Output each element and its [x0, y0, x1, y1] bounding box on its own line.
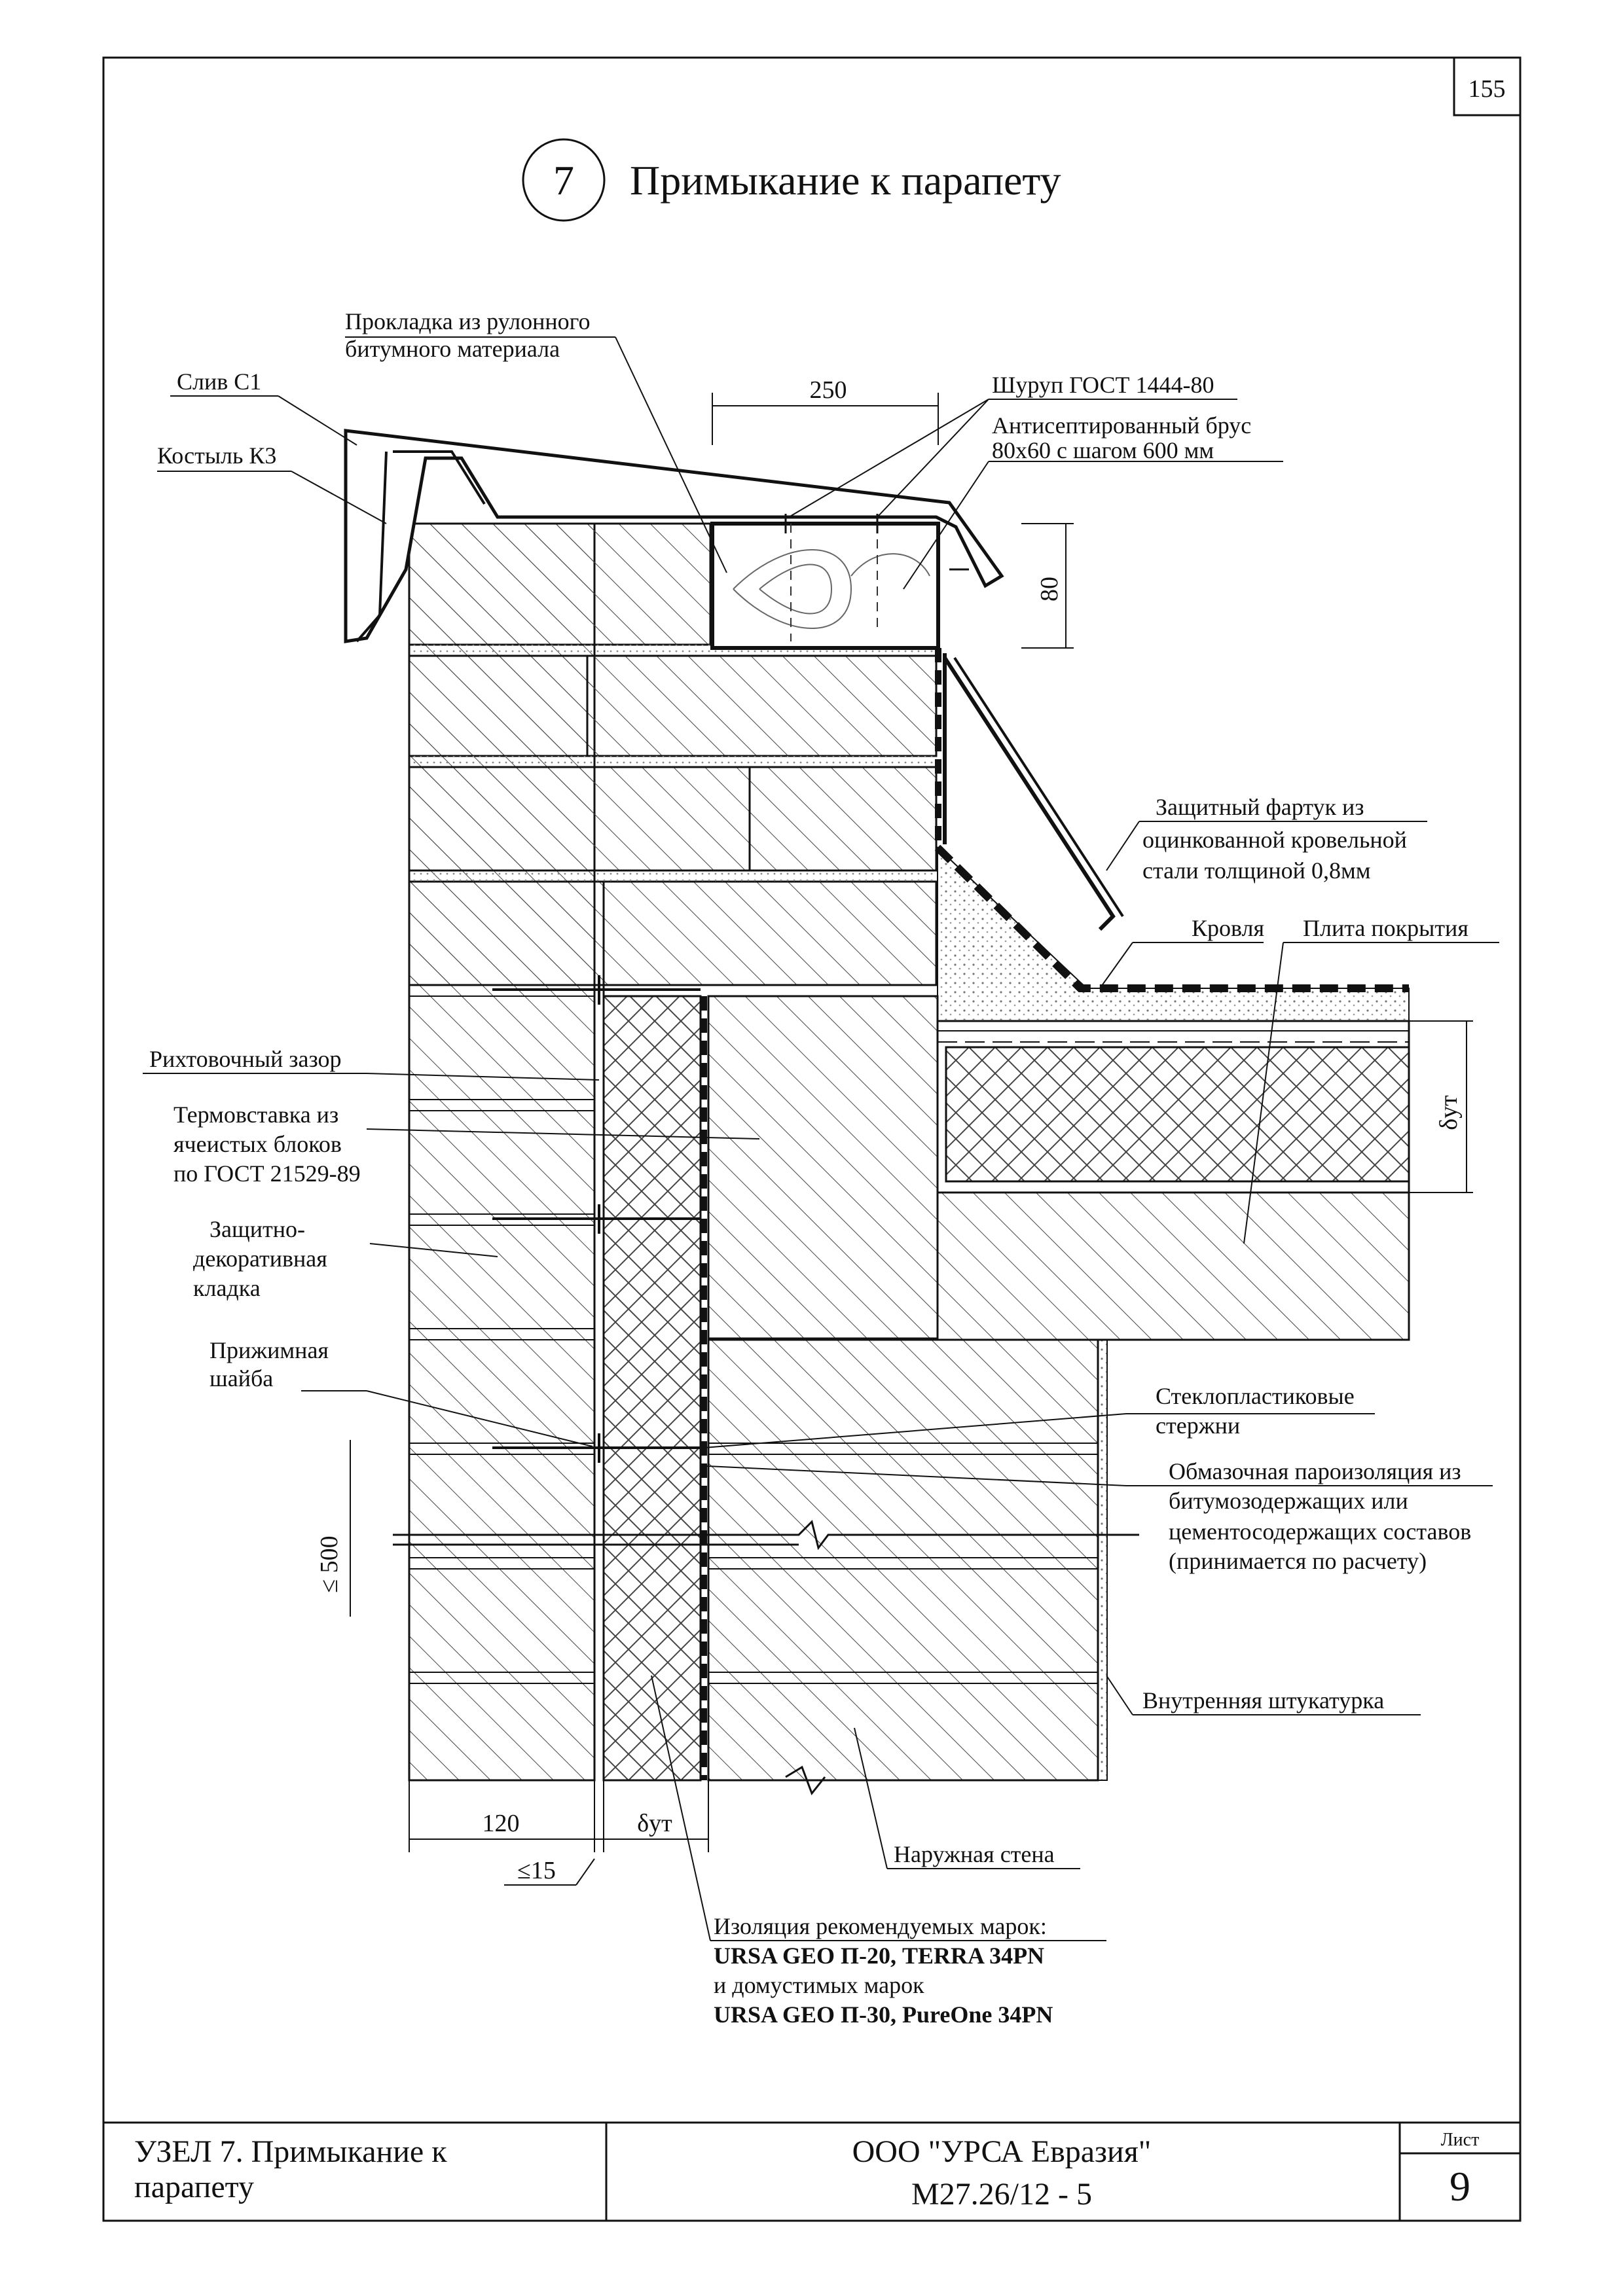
label-vapor-2: битумозодержащих или — [1169, 1488, 1408, 1514]
parapet-masonry — [408, 522, 938, 986]
label-insul-1: Изоляция рекомендуемых марок: — [714, 1913, 1047, 1939]
fiberglass-rods — [492, 988, 701, 1449]
roof-insulation — [936, 1020, 1410, 1194]
antiseptic-beam — [710, 522, 940, 650]
label-insul-3: и домустимых марок — [714, 1972, 924, 1998]
label-screw: Шуруп ГОСТ 1444-80 — [992, 372, 1214, 398]
vapor-barrier-line — [701, 648, 941, 1780]
leader-lines — [143, 336, 1499, 1941]
roof-slab — [936, 1191, 1410, 1341]
node-number: 7 — [553, 157, 574, 204]
label-drain: Слив С1 — [177, 368, 261, 395]
page-title: Примыкание к парапету — [630, 157, 1061, 204]
label-masonry-1: Защитно- — [210, 1216, 305, 1242]
label-masonry-2: декоративная — [193, 1246, 327, 1272]
label-apron-3: стали толщиной 0,8мм — [1142, 857, 1371, 884]
label-outer-wall: Наружная стена — [894, 1841, 1055, 1867]
label-thermal-2: ячеистых блоков — [173, 1131, 342, 1157]
label-rods-1: Стеклопластиковые — [1156, 1383, 1355, 1409]
label-vapor-1: Обмазочная пароизоляция из — [1169, 1458, 1461, 1484]
dim-500: ≤ 500 — [316, 1535, 343, 1592]
label-thermal-1: Термовставка из — [173, 1102, 338, 1128]
title-block-sheet-label: Лист — [1441, 2130, 1480, 2150]
label-delta-ut-bottom: δут — [637, 1810, 672, 1837]
page-number: 155 — [1468, 75, 1506, 103]
label-rods-2: стержни — [1156, 1412, 1240, 1439]
break-lines — [393, 1520, 1139, 1795]
label-roofing: Кровля — [1192, 915, 1264, 941]
title-block-node-1: УЗЕЛ 7. Примыкание к — [134, 2134, 447, 2169]
label-beam-2: 80х60 с шагом 600 мм — [992, 437, 1214, 463]
label-thermal-3: по ГОСТ 21529-89 — [173, 1160, 361, 1187]
label-insul-2: URSA GEO П-20, TERRA 34PN — [714, 1943, 1044, 1969]
drain-flashing — [344, 429, 1004, 643]
label-vapor-3: цементосодержащих составов — [1169, 1518, 1471, 1545]
label-delta-ut: δут — [1435, 1095, 1463, 1130]
label-washer-2: шайба — [210, 1365, 273, 1391]
label-slab: Плита покрытия — [1303, 915, 1468, 941]
label-masonry-3: кладка — [193, 1275, 261, 1301]
label-gap: Рихтовочный зазор — [149, 1046, 342, 1072]
adjustment-gap — [593, 882, 605, 1780]
title-block-node-2: парапету — [134, 2170, 254, 2204]
title-block-company: ООО "УРСА Евразия" — [852, 2134, 1152, 2169]
label-gasket-1: Прокладка из рулонного — [345, 308, 590, 334]
dimension-lines — [350, 393, 1473, 1886]
label-vapor-4: (принимается по расчету) — [1169, 1548, 1427, 1574]
dim-120: 120 — [483, 1810, 520, 1837]
label-bracket: Костыль К3 — [157, 442, 276, 469]
label-gasket-2: битумного материала — [345, 336, 560, 362]
title-block-sheet-no: 9 — [1450, 2163, 1470, 2210]
label-apron-2: оцинкованной кровельной — [1142, 827, 1407, 853]
insulation-layer — [602, 995, 702, 1782]
title-block-code: М27.26/12 - 5 — [911, 2177, 1092, 2212]
dim-15: ≤15 — [517, 1857, 556, 1884]
title-block — [103, 2121, 1520, 2221]
label-washer-1: Прижимная — [210, 1337, 329, 1363]
outer-load-wall — [707, 995, 1099, 1782]
label-insul-4: URSA GEO П-30, PureOne 34PN — [714, 2001, 1053, 2028]
roofing-membrane — [934, 844, 1409, 992]
dim-80: 80 — [1036, 577, 1063, 601]
label-plaster: Внутренняя штукатурка — [1142, 1687, 1384, 1713]
node-marker — [522, 138, 606, 222]
sheet-frame — [102, 56, 1522, 2222]
label-apron-1: Защитный фартук из — [1156, 794, 1364, 820]
inner-plaster — [1097, 1339, 1108, 1781]
label-beam-1: Антисептированный брус — [992, 412, 1251, 439]
protective-apron — [943, 653, 1124, 931]
dim-250: 250 — [810, 376, 847, 404]
